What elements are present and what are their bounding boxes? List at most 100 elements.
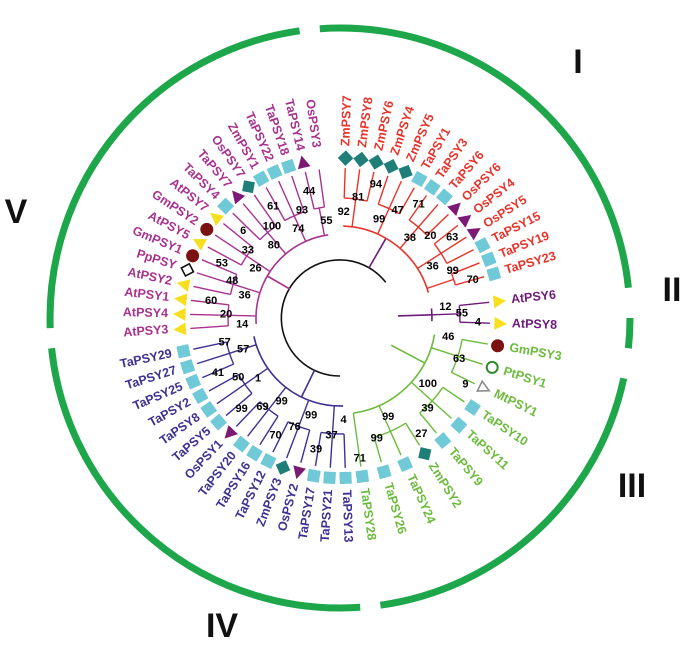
triangle-marker xyxy=(224,425,238,439)
bootstrap-value: 57 xyxy=(237,344,249,356)
square-marker xyxy=(246,445,263,462)
leaf-label-zmpsy8: ZmPSY8 xyxy=(355,96,376,148)
square-marker xyxy=(474,237,491,254)
stem-iv xyxy=(300,369,316,398)
tip-branch xyxy=(417,203,439,228)
tip-branch xyxy=(202,363,234,379)
yellow-marker xyxy=(173,322,187,336)
square-marker xyxy=(306,468,321,483)
leaf-label-zmpsy7: ZmPSY7 xyxy=(338,95,354,146)
bootstrap-value: 37 xyxy=(325,430,337,442)
bootstrap-value: 94 xyxy=(370,179,383,191)
bootstrap-value: 6 xyxy=(240,225,246,237)
bootstrap-value: 55 xyxy=(320,215,332,227)
square-marker xyxy=(339,471,352,485)
tip-branch xyxy=(355,169,361,200)
clade-ring-i xyxy=(319,24,632,289)
diamond-marker xyxy=(383,159,399,174)
tip-branch xyxy=(389,430,402,456)
bootstrap-value: 99 xyxy=(373,213,385,225)
tip-branch xyxy=(451,262,480,275)
triangle-marker xyxy=(466,228,481,241)
leaf-label-tapsy24: TaPSY24 xyxy=(404,472,438,526)
open-diamond-marker xyxy=(180,262,195,278)
bootstrap-value: 80 xyxy=(268,240,280,252)
bootstrap-value: 100 xyxy=(263,221,281,233)
square-marker xyxy=(355,469,370,484)
stem-i xyxy=(368,237,387,269)
square-marker xyxy=(376,464,392,480)
square-marker xyxy=(436,188,453,206)
bootstrap-value: 14 xyxy=(236,319,249,331)
sub-stem-iv xyxy=(268,386,287,410)
tip-branch xyxy=(208,373,240,392)
triangle-marker xyxy=(297,155,311,170)
square-marker xyxy=(486,266,502,282)
bootstrap-value: 70 xyxy=(467,274,479,286)
tip-branch xyxy=(461,338,488,345)
square-marker xyxy=(217,197,235,215)
tip-branch xyxy=(201,259,238,276)
circle-marker xyxy=(491,339,505,353)
diamond-marker xyxy=(337,150,354,166)
clade-ring-v xyxy=(46,27,301,329)
bootstrap-value: 39 xyxy=(421,403,433,415)
tip-branch xyxy=(398,187,415,215)
bootstrap-value: 81 xyxy=(352,191,364,203)
root-arc-2 xyxy=(335,259,387,283)
leaf-label-ospsy3: OsPSY3 xyxy=(303,98,324,148)
open-triangle-marker xyxy=(476,379,491,392)
tip-branch xyxy=(253,194,277,227)
tip-branch xyxy=(265,187,286,221)
bootstrap-value: 33 xyxy=(242,245,254,257)
leaf-label-atpsy3: AtPSY3 xyxy=(123,322,169,339)
triangle-marker xyxy=(293,465,306,480)
square-marker xyxy=(176,344,191,359)
root-arc xyxy=(280,259,341,377)
sub-stem-iii xyxy=(431,346,459,357)
tip-branch xyxy=(442,386,465,403)
tip-branch xyxy=(343,433,346,468)
bootstrap-value: 1 xyxy=(255,373,261,385)
tip-branch xyxy=(232,212,261,241)
bootstrap-value: 50 xyxy=(232,372,244,384)
marker-layer xyxy=(173,150,507,485)
yellow-marker xyxy=(494,316,507,330)
clade-ring-iv xyxy=(48,347,361,612)
square-marker xyxy=(323,471,336,485)
tip-branch xyxy=(433,224,459,245)
square-marker xyxy=(423,178,441,196)
tip-branch xyxy=(373,437,383,463)
tip-branch xyxy=(459,301,490,307)
tip-branch xyxy=(408,195,428,221)
yellow-marker xyxy=(210,212,225,226)
bootstrap-value: 74 xyxy=(292,223,305,235)
square-marker xyxy=(397,456,414,473)
leaf-label-ptpsy1: PtPSY1 xyxy=(502,364,549,391)
leaf-label-atpsy6: AtPSY6 xyxy=(510,288,556,307)
sub-arc-ii xyxy=(458,305,461,323)
bootstrap-value: 99 xyxy=(382,411,394,423)
bootstrap-value: 20 xyxy=(424,230,436,242)
square-marker xyxy=(450,416,468,434)
tip-branch xyxy=(193,285,231,296)
square-marker xyxy=(200,401,218,418)
bootstrap-value: 60 xyxy=(205,295,217,307)
triangle-marker xyxy=(232,190,246,205)
bootstrap-value: 100 xyxy=(419,378,437,390)
square-marker xyxy=(180,359,196,375)
sub-stem-iii xyxy=(410,381,433,402)
bootstrap-value: 93 xyxy=(296,204,308,216)
bootstrap-value: 92 xyxy=(338,206,350,218)
bootstrap-value: 53 xyxy=(216,258,228,270)
square-marker xyxy=(260,453,277,470)
bootstrap-value: 48 xyxy=(226,275,238,287)
tip-branch xyxy=(272,421,289,453)
tip-branch xyxy=(455,275,485,286)
square-marker xyxy=(434,432,452,450)
tip-branch xyxy=(193,341,227,350)
bootstrap-value: 41 xyxy=(212,367,224,379)
bootstrap-value: 99 xyxy=(235,403,247,415)
